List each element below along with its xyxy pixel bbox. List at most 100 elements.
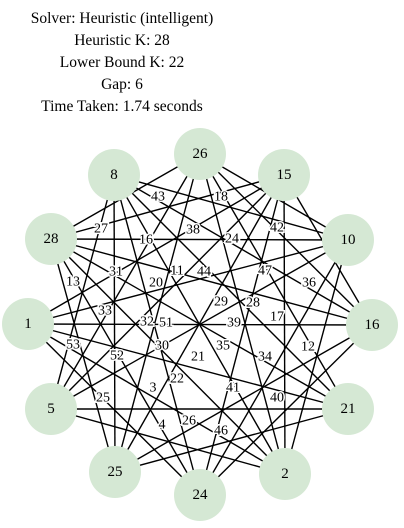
node-circle [174, 469, 226, 521]
edge-8-25 [113, 174, 116, 473]
edge-weight-label: 25 [96, 391, 110, 406]
edge-10-24 [199, 239, 349, 496]
node-21: 21 [322, 383, 374, 435]
edge-weight-label: 24 [225, 232, 239, 247]
node-circle [258, 149, 310, 201]
node-label: 1 [24, 316, 32, 332]
edge-weight-label: 29 [214, 295, 228, 310]
solver-label: Solver: Heuristic (intelligent) [30, 10, 214, 27]
edge-26-25 [114, 153, 201, 473]
edge-26-2 [199, 153, 286, 475]
node-label: 16 [365, 317, 381, 333]
edge-weight-label: 53 [66, 338, 80, 353]
node-label: 10 [341, 232, 356, 248]
edge-weight-label: 40 [270, 391, 284, 406]
edge-15-24 [199, 174, 285, 496]
edge-21-28 [50, 238, 349, 410]
edge-weight-label: 26 [182, 414, 196, 429]
edge-weight-label: 20 [149, 276, 163, 291]
edge-21-1 [27, 323, 349, 410]
edge-16-24 [199, 324, 373, 496]
edge-16-25 [114, 324, 373, 473]
node-label: 21 [341, 401, 356, 417]
edge-10-1 [27, 239, 349, 325]
node-circle [174, 128, 226, 180]
edge-21-25 [114, 408, 349, 473]
edge-24-28 [50, 238, 201, 496]
node-label: 28 [44, 231, 59, 247]
edge-weight-label: 28 [246, 296, 260, 311]
node-8: 8 [88, 149, 140, 201]
heuristic-k-label: Heuristic K: 28 [74, 32, 170, 49]
edge-25-28 [50, 238, 116, 473]
edge-weight-label: 52 [110, 349, 124, 364]
gap-label: Gap: 6 [101, 76, 143, 93]
node-circle [346, 299, 398, 351]
edge-15-28 [50, 174, 285, 240]
edge-weight-label: 13 [66, 275, 80, 290]
node-label: 15 [277, 167, 292, 183]
node-circle [2, 298, 54, 350]
edge-weight-label: 27 [94, 222, 108, 237]
edge-8-24 [113, 174, 201, 496]
edge-weight-label: 21 [191, 350, 205, 365]
edge-10-28 [50, 238, 349, 241]
edge-weight-label: 34 [258, 350, 272, 365]
node-5: 5 [25, 383, 77, 435]
edge-weight-label: 47 [258, 264, 272, 279]
lower-bound-k-label: Lower Bound K: 22 [59, 54, 185, 71]
edge-8-16 [113, 174, 373, 326]
edge-weight-label: 3 [150, 381, 157, 396]
edge-weight-label: 31 [109, 265, 123, 280]
node-25: 25 [89, 446, 141, 498]
edge-weight-label: 12 [301, 340, 315, 355]
edge-weight-label: 46 [214, 424, 228, 439]
edge-2-28 [50, 238, 286, 475]
edge-weight-label: 16 [139, 233, 153, 248]
edge-2-5 [50, 408, 286, 475]
node-label: 24 [193, 487, 209, 503]
edge-2-1 [27, 323, 286, 475]
edge-weight-label: 18 [214, 190, 228, 205]
edge-15-5 [50, 174, 285, 410]
node-26: 26 [174, 128, 226, 180]
node-label: 2 [281, 466, 289, 482]
edge-weight-label: 22 [170, 372, 184, 387]
edge-weight-label: 44 [197, 265, 211, 280]
node-circle [322, 214, 374, 266]
node-24: 24 [174, 469, 226, 521]
node-label: 5 [47, 401, 55, 417]
edge-weight-label: 30 [155, 339, 169, 354]
node-circle [322, 383, 374, 435]
edge-weight-label: 36 [302, 276, 316, 291]
edge-weight-label: 17 [270, 310, 284, 325]
edge-weight-label: 32 [140, 315, 154, 330]
node-circle [25, 213, 77, 265]
edge-24-1 [27, 323, 201, 496]
node-label: 8 [110, 167, 118, 183]
node-1: 1 [2, 298, 54, 350]
edge-weight-label: 35 [216, 339, 230, 354]
node-circle [259, 448, 311, 500]
edge-weight-label: 4 [159, 418, 166, 433]
time-taken-label: Time Taken: 1.74 seconds [41, 98, 203, 115]
edge-16-28 [50, 238, 373, 326]
node-28: 28 [25, 213, 77, 265]
edge-weight-label: 38 [186, 223, 200, 238]
edge-8-21 [113, 174, 349, 410]
node-circle [89, 446, 141, 498]
node-10: 10 [322, 214, 374, 266]
node-circle [25, 383, 77, 435]
edge-weight-label: 41 [226, 381, 240, 396]
edge-weight-label: 33 [98, 304, 112, 319]
node-2: 2 [259, 448, 311, 500]
edge-weight-label: 11 [170, 264, 183, 279]
edge-weight-label: 42 [270, 221, 284, 236]
node-label: 25 [108, 464, 123, 480]
node-label: 26 [193, 146, 209, 162]
solver-summary: Solver: Heuristic (intelligent) Heuristi… [0, 8, 244, 118]
edge-15-1 [27, 174, 285, 325]
